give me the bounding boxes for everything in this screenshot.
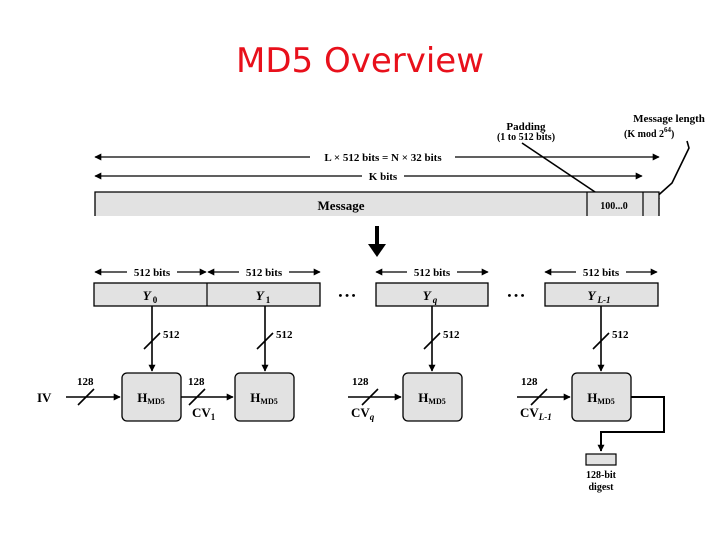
chain-value-cvl1: CVL-1 [520,405,552,422]
block-width-label-y0: 512 bits [134,267,171,279]
digest-label-line1: 128-bit [586,470,617,481]
digest-box [585,453,617,466]
padding-range-label: (1 to 512 bits) [497,132,555,143]
chain-value-cv1-name: CV [192,405,211,420]
message-length-pointer-arrow [652,140,690,201]
hash-unit-q: HMD5 [418,390,445,406]
hash-unit-1-sub: MD5 [147,397,164,406]
chain-value-cv1: CV1 [192,405,216,422]
chain-value-iv-name: IV [37,390,52,405]
chain-value-cvq: CVq [351,405,375,422]
chain-width-cv1: 128 [188,376,205,388]
block-y1-name: Y [256,288,265,303]
block-width-label-yl1: 512 bits [583,267,620,279]
hash-unit-2-name: H [250,390,260,405]
message-label: Message [318,198,365,213]
msglen-close-paren: ) [671,129,674,140]
block-y0-sub: 0 [153,295,158,305]
input-width-yq: 512 [443,329,460,341]
block-yl1-sub: L-1 [596,295,610,305]
padding-label: Padding [506,121,546,133]
hash-unit-l1-sub: MD5 [597,397,614,406]
ellipsis-left: • • • [338,290,355,302]
chain-value-cvl1-name: CV [520,405,539,420]
digest-output-arrow [597,396,665,452]
chain-input-arrows [66,388,571,406]
block-input-arrows [143,306,610,372]
block-y0-name: Y [143,288,152,303]
chain-value-cvl1-sub: L-1 [538,412,552,422]
message-length-label: Message length [633,113,705,125]
block-width-label-y1: 512 bits [246,267,283,279]
slide-title: MD5 Overview [235,41,485,81]
total-length-label: L × 512 bits = N × 32 bits [324,152,442,164]
digest-label-line2: digest [589,482,615,493]
message-blocks [93,282,659,307]
padding-value: 100...0 [600,201,628,212]
block-yq-name: Y [423,288,432,303]
chain-width-cvq: 128 [352,376,369,388]
msglen-exponent: 64 [664,126,672,134]
hash-unit-2: HMD5 [250,390,277,406]
hash-unit-l1-name: H [587,390,597,405]
k-bits-label: K bits [369,171,398,183]
hash-unit-1-name: H [137,390,147,405]
block-y1-sub: 1 [266,295,271,305]
block-width-dimensions [94,265,658,278]
input-width-y0: 512 [163,329,180,341]
process-down-arrow [368,226,386,257]
chain-value-cv1-sub: 1 [211,412,216,422]
padding-pointer-arrow [521,142,605,199]
chain-value-iv: IV [37,390,52,405]
message-bar [94,191,660,216]
hash-unit-2-sub: MD5 [260,397,277,406]
msglen-formula-text: (K mod 2 [624,129,664,140]
ellipsis-right: • • • [507,290,524,302]
block-yl1-name: Y [588,288,597,303]
block-yq-sub: q [433,295,438,305]
chain-value-cvq-name: CV [351,405,370,420]
hash-unit-l1: HMD5 [587,390,614,406]
chain-width-iv: 128 [77,376,94,388]
hash-unit-q-name: H [418,390,428,405]
hash-unit-q-sub: MD5 [428,397,445,406]
block-width-label-yq: 512 bits [414,267,451,279]
chain-width-cvl1: 128 [521,376,538,388]
input-width-y1: 512 [276,329,293,341]
message-length-formula: (K mod 264) [624,126,674,140]
hash-unit-1: HMD5 [137,390,164,406]
input-width-yl1: 512 [612,329,629,341]
chain-value-cvq-sub: q [370,412,375,422]
